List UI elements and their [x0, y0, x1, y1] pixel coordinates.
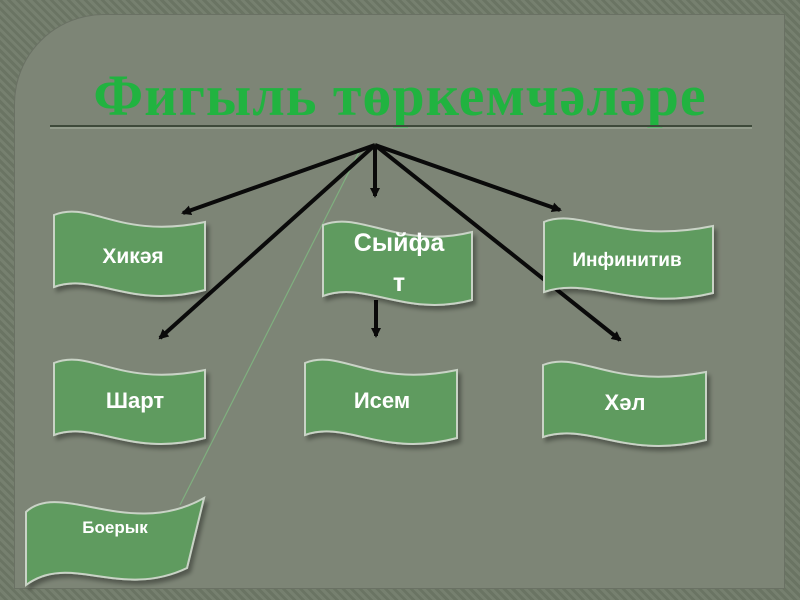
arrow-to-shart: [158, 143, 377, 340]
node-hal: [542, 360, 707, 447]
boeryk-connector-line: [179, 149, 361, 506]
banner-shart-shape: [53, 358, 206, 445]
diagram-title: Фигыль төркемчәләре: [93, 63, 706, 128]
node-infinitiv: [543, 217, 714, 300]
arrow-to-infinitiv: [374, 143, 562, 213]
banner-boeryk-shape: [25, 495, 206, 587]
node-hal-label: Хәл: [605, 390, 646, 415]
node-shart-label: Шарт: [106, 388, 164, 413]
arrow-to-hikaya: [181, 143, 376, 216]
node-hikaya-label: Хикәя: [102, 245, 163, 268]
node-syifat-label-line1: Сыйфа: [354, 229, 446, 257]
banner-isem-shape: [304, 358, 458, 445]
banner-syifat-shape: [322, 220, 473, 306]
banner-infinitiv-shape: [543, 217, 714, 300]
node-syifat: [322, 220, 473, 306]
node-isem-label: Исем: [354, 388, 410, 413]
node-syifat-label-line2: т: [393, 269, 405, 297]
node-isem: [304, 358, 458, 445]
banner-hal-shape: [542, 360, 707, 447]
node-boeryk-label: Боерык: [82, 518, 148, 537]
node-shart: [53, 358, 206, 445]
arrow-to-hal: [373, 143, 622, 342]
node-boeryk: [25, 495, 206, 587]
node-hikaya: [53, 210, 206, 297]
banner-hikaya-shape: [53, 210, 206, 297]
node-infinitiv-label: Инфинитив: [572, 250, 681, 271]
